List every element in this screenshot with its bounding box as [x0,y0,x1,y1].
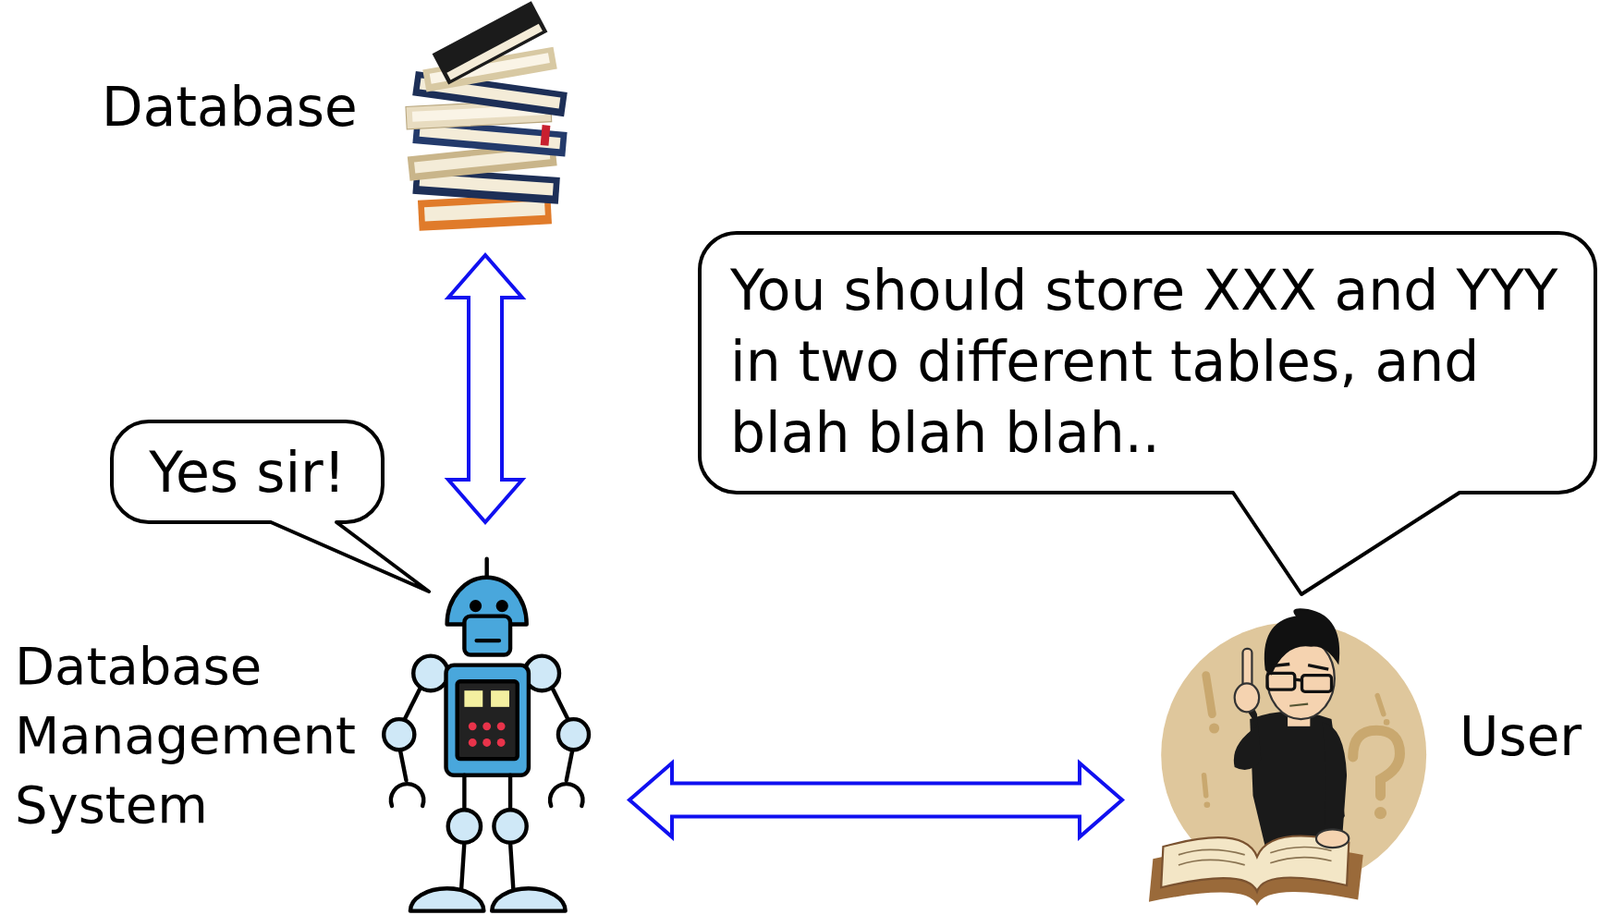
user-glasses-bridge [1294,679,1303,681]
robot-mouth [476,638,500,643]
robot-body [446,665,529,776]
user-eyebrow [1307,665,1329,670]
robot-button [482,738,491,747]
user-illustration-area: User [1148,607,1430,909]
robot-button [468,721,477,731]
writing-line [1178,859,1246,866]
speech-bubble: You should store XXX and YYY in two diff… [699,232,1596,493]
books-illustration [405,0,568,232]
robot-button [482,721,491,731]
question-mark [1353,730,1401,796]
user-mouth [1289,704,1308,707]
robot-foot [410,888,484,911]
user-raised-hand [1234,683,1259,712]
exclamation-mark [1377,696,1384,715]
user-glasses [1302,675,1332,693]
robot-light [490,690,510,708]
database-illustration: Database [401,0,570,235]
robot-button [468,738,477,747]
exclamation-mark [1206,675,1213,715]
bubble-shape [111,421,429,592]
user-arm [1322,721,1347,831]
robot-light [464,690,483,708]
robot-elbow [558,719,589,750]
robot-antenna [484,559,489,578]
node-label: Database [101,74,358,140]
speech-bubble: Yes sir! [111,421,383,523]
book-cover [432,0,549,85]
exclamation-dot [1209,723,1220,734]
robot-foot [491,888,565,911]
robot-leg [461,842,465,891]
book-pages [446,24,543,81]
robot-knee [448,809,481,843]
writing-line [1178,849,1246,855]
robot-arm [403,685,422,721]
robot-illustration [383,559,589,912]
robot-knee [493,809,526,843]
user-arm [1233,704,1262,770]
dbms-illustration: Database Management System [382,559,587,914]
robot-hand [549,783,583,807]
robot-leg [462,775,466,812]
robot-arm [550,685,569,721]
user-glasses [1267,672,1295,690]
robot-arm [566,749,574,781]
user-hair [1264,608,1340,676]
exclamation-dot [1383,719,1391,726]
user-eyebrow [1270,663,1290,666]
user-hand [1316,829,1349,848]
robot-eye [471,601,480,611]
robot-panel [457,681,518,759]
exclamation-dot [1204,801,1211,808]
robot-leg [510,842,513,891]
user-illustration [1148,608,1427,906]
speech-text: You should store XXX and YYY in two diff… [730,255,1570,469]
bookmark [540,124,551,147]
book-pages [419,125,562,149]
question-mark-dot [1374,806,1387,819]
writing-line [1270,857,1332,864]
double-arrow [448,255,523,523]
book [432,0,549,85]
robot-hand [390,783,424,807]
robot-buttons [468,721,506,746]
book-writing [1178,847,1332,866]
node-label: Database Management System [14,631,367,840]
robot-button [497,738,506,747]
robot-elbow [383,719,415,750]
robot-arm [400,749,407,781]
robot-button [497,721,506,731]
speech-text: Yes sir! [148,439,346,506]
writing-line [1270,847,1332,854]
double-arrow [629,763,1123,838]
bubble-shape [699,232,1596,595]
exclamation-mark [1204,775,1207,796]
robot-shoulder [413,656,449,692]
node-label: User [1459,704,1582,770]
robot-leg [508,775,513,812]
robot-eye [498,601,507,611]
robot-face [464,616,511,656]
book-pages [424,200,546,221]
